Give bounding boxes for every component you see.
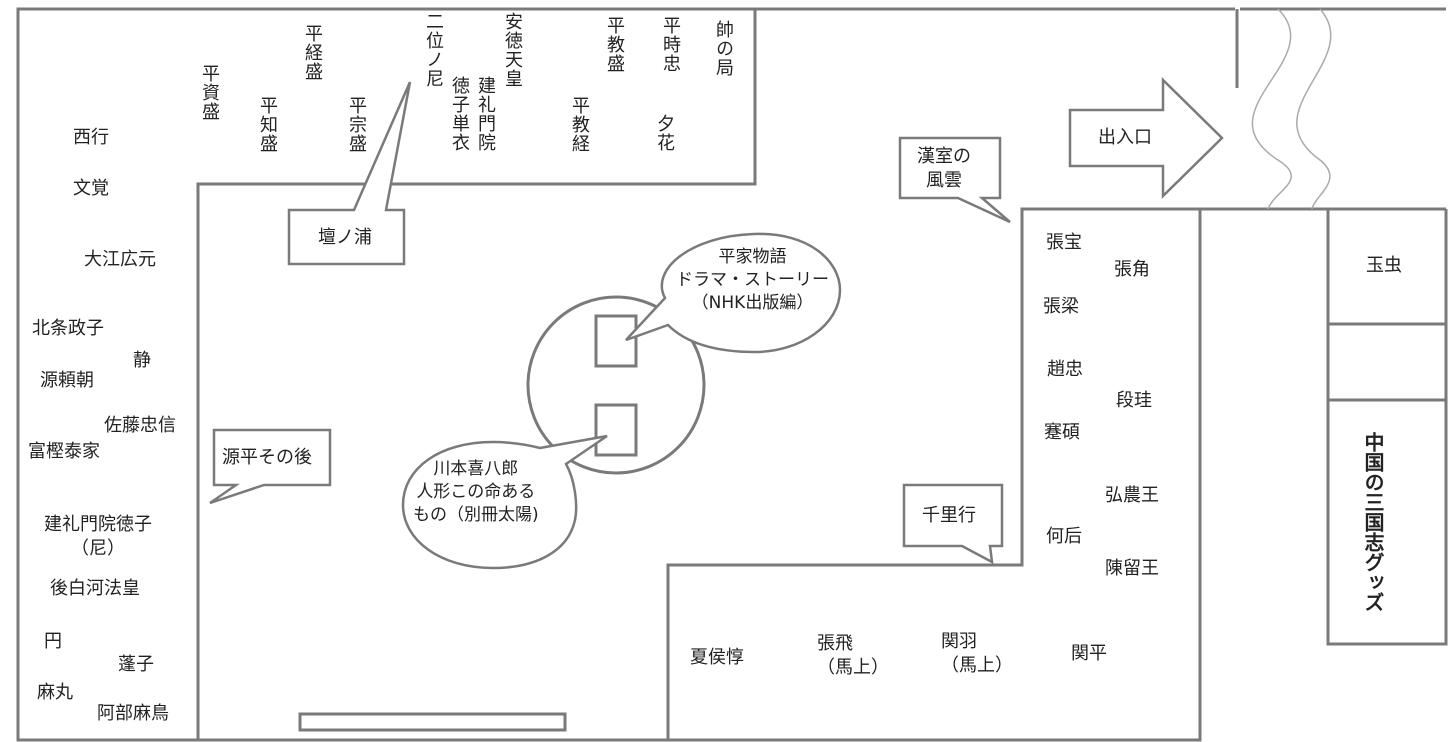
label-taira-munemori: 平宗盛: [346, 96, 367, 153]
sangoku-case: [666, 207, 1200, 740]
label-maro: 麻丸: [37, 682, 73, 703]
bench: [298, 712, 567, 732]
label-chenliu-wang: 陳留王: [1105, 558, 1159, 579]
label-taira-tokitada: 平時忠: [660, 16, 681, 73]
label-kenreimonin-nun: 建礼門院徳子 （尼）: [44, 514, 152, 559]
label-tamamushi: 玉虫: [1366, 255, 1402, 276]
label-goshirakawa: 後白河法皇: [50, 578, 140, 599]
label-taira-norimori: 平教盛: [604, 16, 625, 73]
label-sato-tadanobu: 佐藤忠信: [104, 415, 176, 436]
label-togashi: 富樫泰家: [28, 441, 100, 462]
label-yomogiko: 蓬子: [118, 654, 154, 675]
label-exit: 出入口: [1098, 127, 1152, 148]
label-abe-maro: 阿部麻鳥: [97, 703, 169, 724]
label-zhang-liang: 張梁: [1043, 296, 1079, 317]
label-yugao: 夕花: [654, 114, 675, 152]
label-tokuko-hitoe: 徳子単衣: [449, 76, 470, 152]
callout-heike-book: [625, 232, 842, 354]
callout-kawamoto-book: [401, 434, 608, 570]
label-zhao-zhong: 趙忠: [1047, 359, 1083, 380]
label-hongnong-wang: 弘農王: [1105, 485, 1159, 506]
label-zhang-fei: 張飛 （馬上）: [817, 633, 889, 678]
label-goods: 中国の三国志グッズ: [1361, 432, 1385, 612]
callout-heike-book-text: 平家物語 ドラマ・ストーリー （NHK出版編）: [676, 247, 829, 313]
label-en: 円: [44, 631, 62, 652]
label-zhang-jiao: 張角: [1114, 259, 1150, 280]
callout-senri-text: 千里行: [922, 505, 976, 526]
entrance-curtain: [1251, 8, 1332, 210]
label-taira-tomomori: 平知盛: [257, 96, 278, 153]
label-duan-gui: 段珪: [1116, 390, 1152, 411]
label-taira-noritsune: 平教経: [569, 96, 590, 153]
outer-wall: [16, 7, 1235, 742]
goods-case: [1326, 209, 1448, 646]
callout-kawamoto-book-text: 川本喜八郎 人形この命ある もの（別冊太陽): [413, 459, 539, 525]
callout-kanshitsu-text: 漢室の 風雲: [917, 146, 971, 191]
label-he-hou: 何后: [1046, 526, 1082, 547]
label-taira-sukemori: 平資盛: [199, 64, 220, 121]
callout-kanshitsu: [898, 136, 1011, 224]
label-nii-no-ama: 二位ノ尼: [423, 12, 444, 88]
center-display-circle: [526, 295, 706, 475]
callout-dannoura: [287, 81, 412, 266]
label-hojo-masako: 北条政子: [32, 318, 104, 339]
heike-case: [196, 9, 757, 740]
label-shizuka: 静: [133, 350, 151, 371]
label-guan-yu: 関羽 （馬上）: [941, 631, 1013, 676]
callout-dannoura-text: 壇ノ浦: [318, 227, 372, 248]
label-guan-ping: 関平: [1071, 643, 1107, 664]
label-kenreimonin: 建礼門院: [475, 76, 496, 152]
label-zhang-bao: 張宝: [1046, 232, 1082, 253]
callout-senri: [902, 483, 1004, 565]
label-xiahou-dun: 夏侯惇: [690, 647, 744, 668]
label-saigyo: 西行: [73, 127, 109, 148]
callout-genpei-text: 源平その後: [222, 447, 312, 468]
label-yoritomo: 源頼朝: [40, 370, 94, 391]
label-taira-tsunemori: 平経盛: [302, 24, 323, 81]
center-case-upper: [594, 314, 638, 368]
callout-genpei: [209, 428, 332, 505]
label-oe-hiromoto: 大江広元: [84, 249, 156, 270]
center-case-lower: [594, 403, 638, 457]
exit-arrow-icon: [1068, 77, 1224, 199]
label-bunkaku: 文覚: [73, 178, 109, 199]
label-antoku: 安徳天皇: [502, 12, 523, 88]
label-sotsu-no-tsubone: 帥の局: [713, 20, 734, 77]
label-jian-shuo: 蹇碩: [1044, 422, 1080, 443]
